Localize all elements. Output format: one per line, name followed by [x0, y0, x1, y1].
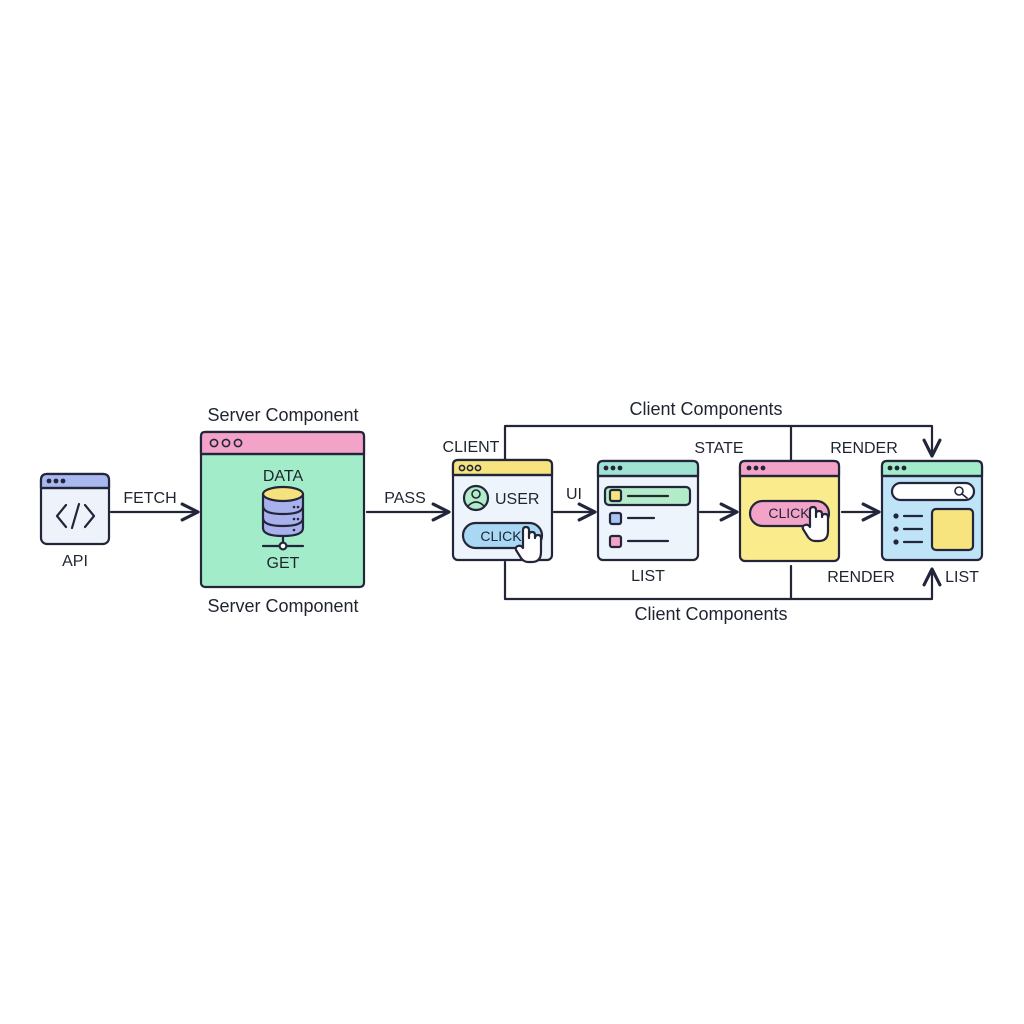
client-components-top-connector — [503, 424, 942, 462]
render-window — [880, 459, 984, 562]
server-component-window: DATA GET — [199, 430, 366, 589]
render-content-block — [930, 507, 975, 552]
api-window — [39, 472, 111, 546]
list-1-label: LIST — [631, 568, 665, 585]
server-window-header — [199, 430, 366, 456]
hand-pointer-icon — [514, 525, 543, 564]
state-label: STATE — [694, 440, 743, 457]
client-label: CLIENT — [443, 439, 500, 456]
list-bullet — [608, 511, 623, 526]
list-2-label: LIST — [945, 569, 979, 586]
render-window-header — [880, 459, 984, 478]
render-list-bullet — [893, 539, 899, 545]
window-dot — [46, 478, 52, 484]
get-label: GET — [267, 555, 300, 572]
user-label: USER — [495, 491, 539, 508]
window-dot — [53, 478, 59, 484]
client-window: USER CLICK — [451, 458, 554, 564]
client-components-bottom-label: Client Components — [634, 604, 787, 624]
window-dot — [233, 438, 243, 448]
list-window — [596, 459, 700, 562]
api-label: API — [62, 553, 88, 570]
client-components-bottom-connector — [503, 560, 942, 601]
window-dot — [221, 438, 231, 448]
window-dot — [60, 478, 66, 484]
hand-pointer-icon — [801, 505, 830, 543]
server-component-bottom-label: Server Component — [207, 596, 358, 616]
render-bottom-label: RENDER — [827, 569, 895, 586]
database-icon — [261, 485, 305, 551]
state-window: CLICK — [738, 459, 841, 563]
api-window-header — [39, 472, 111, 490]
user-icon — [462, 484, 490, 512]
fetch-label: FETCH — [123, 490, 176, 507]
render-list-bullet — [893, 513, 899, 519]
render-search-bar[interactable] — [890, 481, 976, 502]
window-dot — [209, 438, 219, 448]
server-component-top-label: Server Component — [207, 405, 358, 425]
state-window-header — [738, 459, 841, 478]
click-button-2-label: CLICK — [768, 505, 810, 521]
render-list-bullet — [893, 526, 899, 532]
ui-label: UI — [566, 486, 582, 503]
code-icon — [55, 502, 96, 530]
click-button-1-label: CLICK — [480, 528, 522, 544]
pass-label: PASS — [384, 490, 426, 507]
list-bullet — [608, 534, 623, 549]
data-label: DATA — [263, 468, 304, 485]
list-window-header — [596, 459, 700, 478]
client-components-top-label: Client Components — [629, 399, 782, 419]
search-icon — [954, 486, 968, 499]
render-top-label: RENDER — [830, 440, 898, 457]
list-bullet — [608, 488, 623, 503]
